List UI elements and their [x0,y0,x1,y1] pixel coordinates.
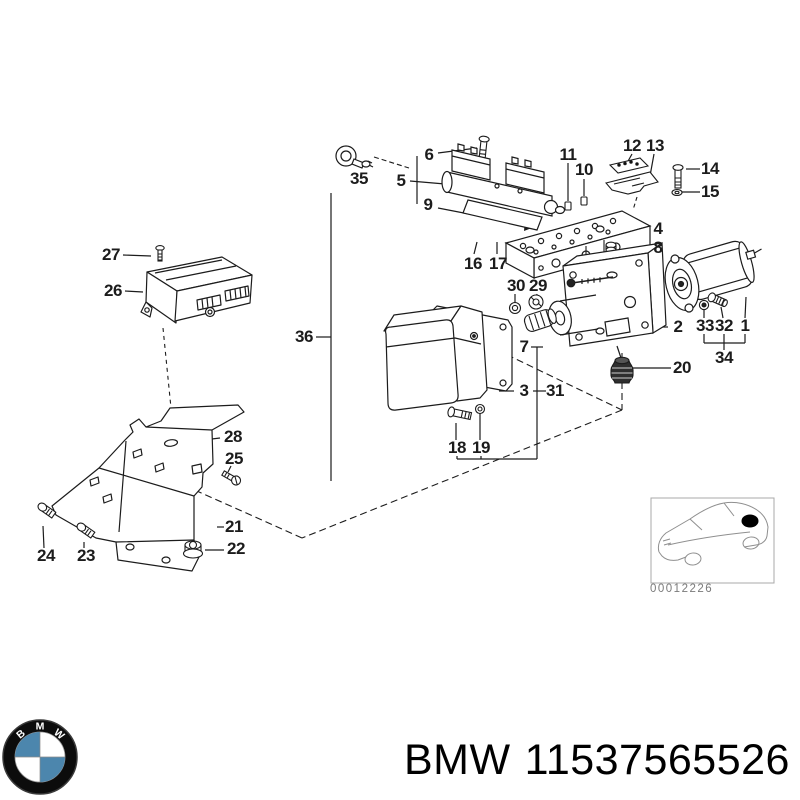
part-label-5: 5 [396,171,406,190]
part-label-35: 35 [350,169,368,188]
part-label-15: 15 [701,182,719,201]
abs-housing-2 [548,241,667,347]
part-label-21: 21 [225,517,243,536]
part-label-8: 8 [653,238,663,257]
washer-33-bolt-32 [698,292,728,311]
reservoir-3 [383,305,488,411]
bolt-14-washer-15 [671,164,684,197]
part-label-32: 32 [715,316,733,335]
part-label-27: 27 [102,245,120,264]
part-label-36: 36 [295,327,313,346]
roundel-quadrant-blue [15,732,40,757]
bmw-roundel-logo: B M W [2,719,78,795]
part-label-11: 11 [559,145,577,164]
thumbnail-image-id: 00012226 [650,583,714,595]
part-label-16: 16 [464,254,482,273]
construction-lines [162,156,638,539]
part-label-25: 25 [225,449,243,468]
plug-35 [335,145,374,169]
part-label-4: 4 [653,219,663,238]
part-label-12: 12 [623,136,641,155]
part-label-3: 3 [519,381,529,400]
footer-part-number: BMW 11537565526 [404,736,790,785]
part-label-20: 20 [673,358,691,377]
part-label-1: 1 [740,316,750,335]
bracket-fasteners [37,470,242,559]
part-label-24: 24 [37,546,55,565]
roundel-letter: M [36,721,45,733]
part-label-2: 2 [673,317,683,336]
small-valves-10-11 [564,196,588,211]
part-label-14: 14 [701,159,719,178]
electric-motor-1 [664,240,762,313]
mounting-bracket-21 [51,404,245,572]
part-label-30: 30 [507,276,525,295]
part-label-6: 6 [424,145,434,164]
part-label-29: 29 [529,276,547,295]
part-label-23: 23 [77,546,95,565]
rubber-mount-20 [610,353,634,384]
part-label-26: 26 [104,281,122,300]
part-location-dot [741,514,759,528]
car-thumbnail [650,497,775,584]
screw-6 [478,135,490,162]
part-label-7: 7 [519,337,529,356]
part-label-18: 18 [448,438,466,457]
part-label-34: 34 [715,348,733,367]
bolt-18-washer-19 [447,403,486,421]
part-label-9: 9 [423,195,433,214]
part-label-33: 33 [696,316,714,335]
part-label-19: 19 [472,438,490,457]
part-label-22: 22 [227,539,245,558]
screw-27 [155,245,165,262]
part-label-10: 10 [575,160,593,179]
part-label-31: 31 [546,381,564,400]
sensor-plate-12-13 [605,157,659,195]
part-label-17: 17 [489,254,507,273]
control-unit-26 [140,256,253,324]
roundel-quadrant-blue [40,757,65,782]
part-label-13: 13 [646,136,664,155]
part-number: 11537565526 [524,736,790,784]
part-label-28: 28 [224,427,242,446]
brand-label: BMW [404,736,511,784]
seal-30-cap-29 [508,294,557,332]
valve-block-5 [441,143,566,231]
